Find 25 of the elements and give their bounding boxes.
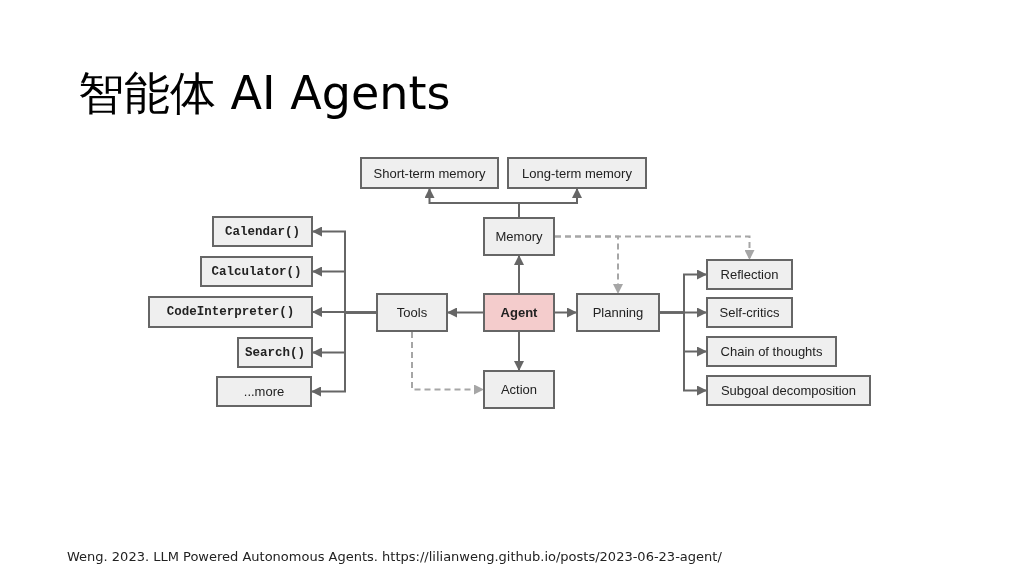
arrow — [514, 255, 524, 294]
arrow — [447, 307, 484, 318]
arrow — [411, 331, 484, 395]
process-box: Reflection — [706, 259, 793, 290]
process-box: Calendar() — [212, 216, 313, 247]
process-box: Memory — [483, 217, 555, 256]
process-box: Subgoal decomposition — [706, 375, 871, 406]
caption: Weng. 2023. LLM Powered Autonomous Agents. https://lilianweng.github.io/posts/2023-06-23-agent/ — [67, 549, 722, 564]
process-box: Short-term memory — [360, 157, 499, 189]
process-box: Agent — [483, 293, 555, 332]
process-box: Chain of thoughts — [706, 336, 837, 367]
arrow — [659, 311, 707, 396]
process-box: ...more — [216, 376, 312, 407]
process-box: Planning — [576, 293, 660, 332]
arrow — [311, 311, 377, 397]
arrow — [554, 235, 755, 260]
process-box: Action — [483, 370, 555, 409]
arrow — [554, 307, 577, 318]
process-box: Long-term memory — [507, 157, 647, 189]
process-box: Calculator() — [200, 256, 313, 287]
process-box: Tools — [376, 293, 448, 332]
arrow — [514, 331, 524, 371]
process-box: Self-critics — [706, 297, 793, 328]
process-box: CodeInterpreter() — [148, 296, 313, 328]
process-box: Search() — [237, 337, 313, 368]
